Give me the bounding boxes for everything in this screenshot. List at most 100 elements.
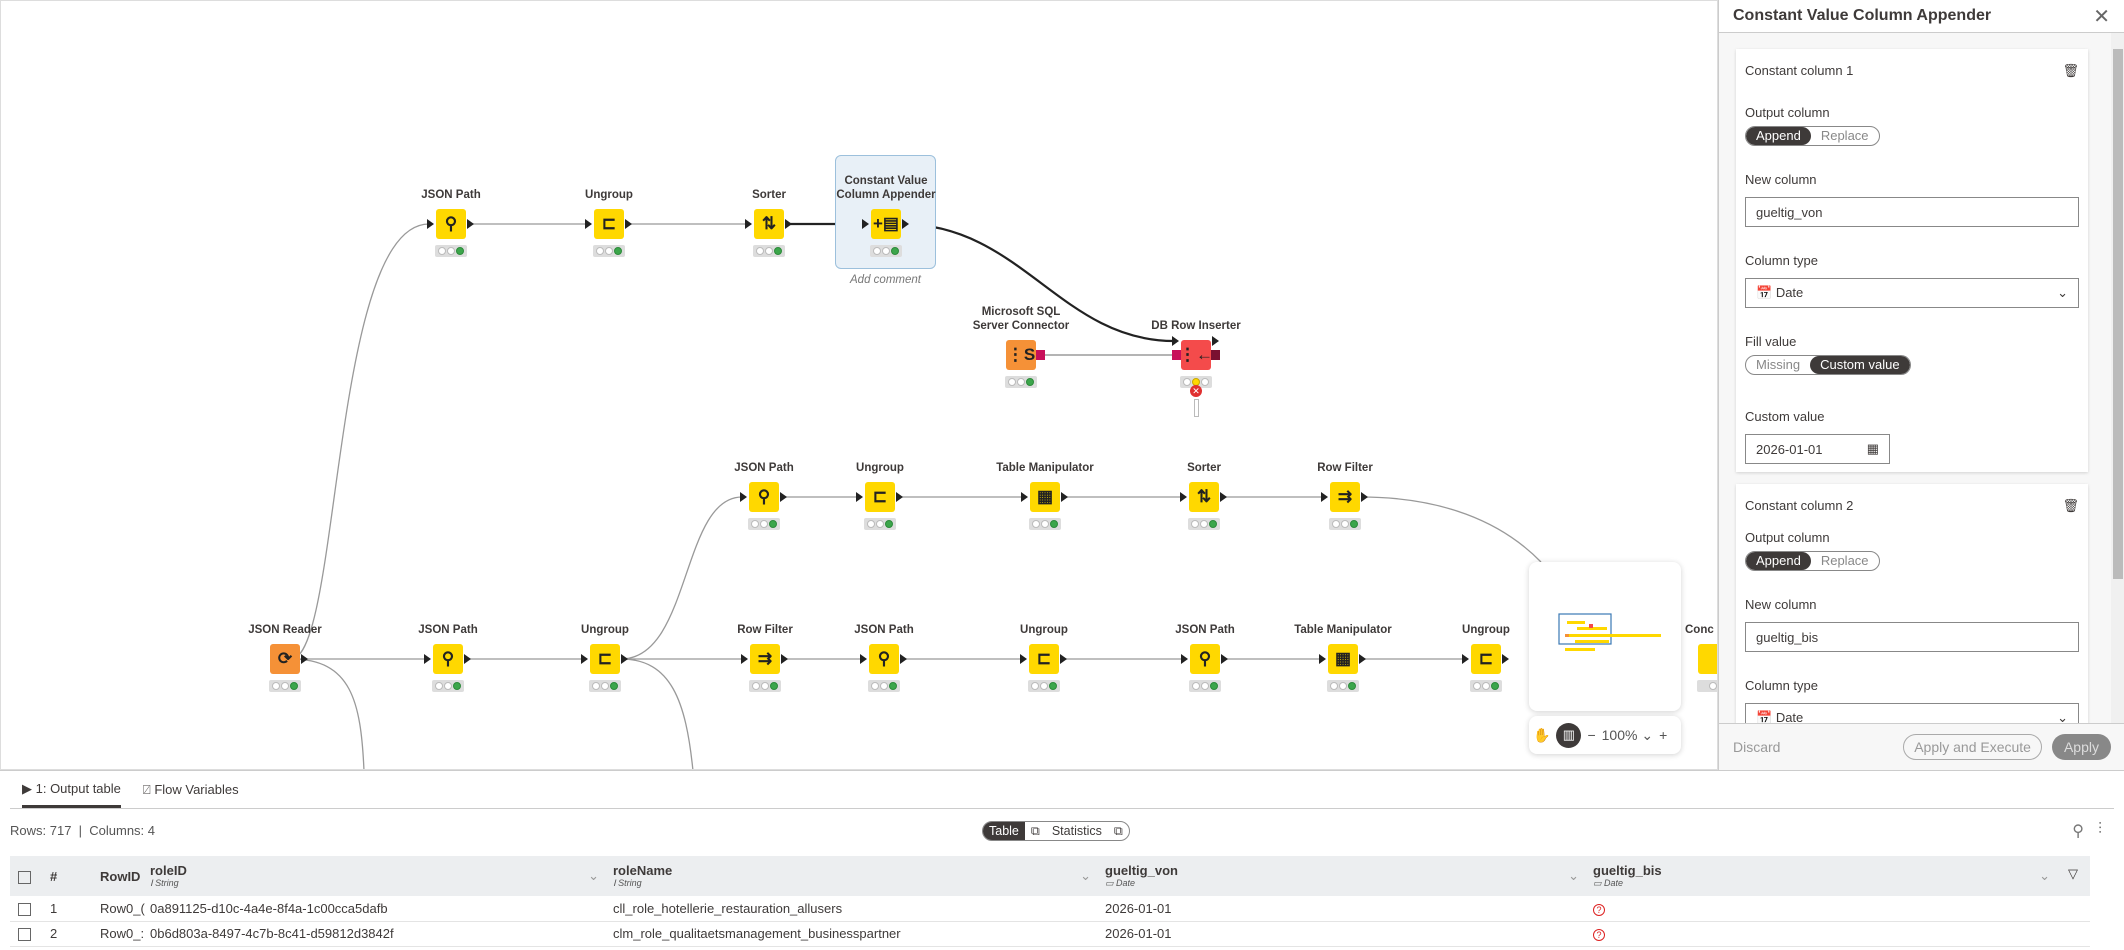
table-icon: ▦ [1328, 644, 1358, 674]
append-option[interactable]: Append [1746, 552, 1811, 570]
apply-and-execute-button[interactable]: Apply and Execute [1903, 734, 2042, 760]
field-label: Output column [1745, 105, 1830, 120]
status-lights [1470, 680, 1502, 692]
field-label: Fill value [1745, 334, 1797, 349]
table-icon: ▦ [1030, 482, 1060, 512]
status-lights [269, 680, 301, 692]
field-label: New column [1745, 172, 1817, 187]
minimap-preview [1558, 613, 1661, 651]
status-lights [432, 680, 464, 692]
trash-icon[interactable]: 🗑 [2062, 63, 2079, 78]
calendar-icon[interactable]: ▦ [1866, 441, 1879, 456]
table-view-option[interactable]: Table [983, 822, 1025, 840]
status-lights [868, 680, 900, 692]
column-type-select[interactable]: 📅 Date⌄ [1745, 278, 2079, 308]
status-lights [1005, 376, 1037, 388]
table-row: 2 Row0_: 0b6d803a-8497-4c7b-8c41-d59812d… [10, 921, 2090, 947]
database-connector-icon: ⋮S [1006, 340, 1036, 370]
zoom-level-select[interactable]: 100% ⌄ [1601, 726, 1654, 743]
column-type-select[interactable]: 📅 Date⌄ [1745, 703, 2079, 723]
zoom-out-button[interactable]: − [1587, 727, 1596, 743]
statistics-view-option[interactable]: Statistics [1051, 824, 1102, 838]
status-lights [1189, 680, 1221, 692]
column-header[interactable]: gueltig_bis▭ Date⌄▽ [1593, 856, 2090, 896]
add-comment[interactable]: Add comment [850, 274, 921, 286]
sorter-icon: ⇅ [754, 209, 784, 239]
json-path-icon: ⚲ [749, 482, 779, 512]
chevron-down-icon: ⌄ [2057, 710, 2068, 723]
row-filter-icon: ⇉ [1330, 482, 1360, 512]
apply-button[interactable]: Apply [2051, 734, 2111, 760]
pan-hand-icon[interactable]: ✋ [1533, 726, 1551, 743]
close-icon[interactable]: ✕ [2093, 5, 2110, 28]
new-column-input[interactable]: gueltig_bis [1745, 622, 2079, 652]
field-label: Custom value [1745, 409, 1825, 424]
search-icon[interactable]: ⚲ [2072, 823, 2084, 840]
status-lights [1697, 680, 1717, 692]
node-config-panel: Constant Value Column Appender✕ Constant… [1718, 0, 2124, 770]
panel-scrollbar[interactable] [2111, 33, 2124, 723]
missing-option[interactable]: Missing [1756, 357, 1801, 372]
append-option[interactable]: Append [1746, 127, 1811, 145]
trash-icon[interactable]: 🗑 [2062, 498, 2079, 513]
status-lights [753, 245, 785, 257]
replace-option[interactable]: Replace [1820, 553, 1869, 568]
status-lights [589, 680, 621, 692]
row-checkbox[interactable] [18, 902, 31, 916]
status-lights [1028, 680, 1060, 692]
field-label: Output column [1745, 530, 1830, 545]
custom-value-date-input[interactable]: 2026-01-01▦ [1745, 434, 1890, 464]
json-reader-icon: ⟳ [270, 644, 300, 674]
column-appender-icon: +▤ [871, 209, 901, 239]
minimap-toggle-icon[interactable]: ▥ [1556, 722, 1582, 748]
status-lights [593, 245, 625, 257]
tab-flow-variables[interactable]: ⍁ Flow Variables [142, 781, 239, 797]
tab-output-table[interactable]: ▶ 1: Output table [22, 772, 121, 808]
ungroup-icon: ⊏ [865, 482, 895, 512]
status-lights [1180, 376, 1212, 388]
status-lights [748, 518, 780, 530]
new-column-input[interactable]: gueltig_von [1745, 197, 2079, 227]
column-header[interactable]: gueltig_von▭ Date⌄ [1105, 856, 1593, 896]
minimap[interactable] [1529, 562, 1681, 711]
custom-value-option[interactable]: Custom value [1810, 356, 1910, 374]
row-checkbox[interactable] [18, 928, 31, 942]
workflow-canvas[interactable]: Add comment JSON Path⚲ Ungroup⊏ Sorter⇅ … [0, 0, 1718, 770]
output-column-toggle[interactable]: Append Replace [1745, 551, 1880, 571]
missing-value-icon: ? [1593, 903, 1605, 916]
sorter-icon: ⇅ [1189, 482, 1219, 512]
concatenate-icon [1698, 644, 1717, 674]
field-label: New column [1745, 597, 1817, 612]
zoom-in-button[interactable]: + [1659, 727, 1668, 743]
chevron-down-icon: ⌄ [2057, 285, 2068, 300]
column-count: Columns: 4 [89, 823, 155, 838]
table-row: 1 Row0_( 0a891125-d10c-4a4e-8f4a-1c00cca… [10, 896, 2090, 922]
connections [290, 222, 1542, 769]
fill-value-toggle[interactable]: Missing Custom value [1745, 355, 1911, 375]
db-row-inserter-icon: ⋮← [1179, 340, 1213, 370]
output-column-toggle[interactable]: Append Replace [1745, 126, 1880, 146]
json-path-icon: ⚲ [869, 644, 899, 674]
status-lights [1327, 680, 1359, 692]
field-label: Column type [1745, 253, 1818, 268]
status-lights [864, 518, 896, 530]
select-all-checkbox[interactable] [18, 870, 31, 884]
discard-button[interactable]: Discard [1733, 739, 1781, 755]
row-filter-icon: ⇉ [750, 644, 780, 674]
missing-value-icon: ? [1593, 929, 1605, 941]
json-path-icon: ⚲ [436, 209, 466, 239]
card-title: Constant column 1 [1745, 63, 1854, 78]
row-count: Rows: 717 [10, 823, 72, 838]
json-path-icon: ⚲ [1190, 644, 1220, 674]
status-lights [1029, 518, 1061, 530]
settings-sliders-icon[interactable]: ⫶ [2097, 821, 2102, 838]
ungroup-icon: ⊏ [1471, 644, 1501, 674]
zoom-toolbar: ✋ ▥ − 100% ⌄ + [1529, 716, 1681, 754]
view-toggle[interactable]: Table⧉Statistics⧉ [982, 821, 1130, 841]
replace-option[interactable]: Replace [1820, 128, 1869, 143]
filter-icon[interactable]: ▽ [2068, 866, 2078, 881]
